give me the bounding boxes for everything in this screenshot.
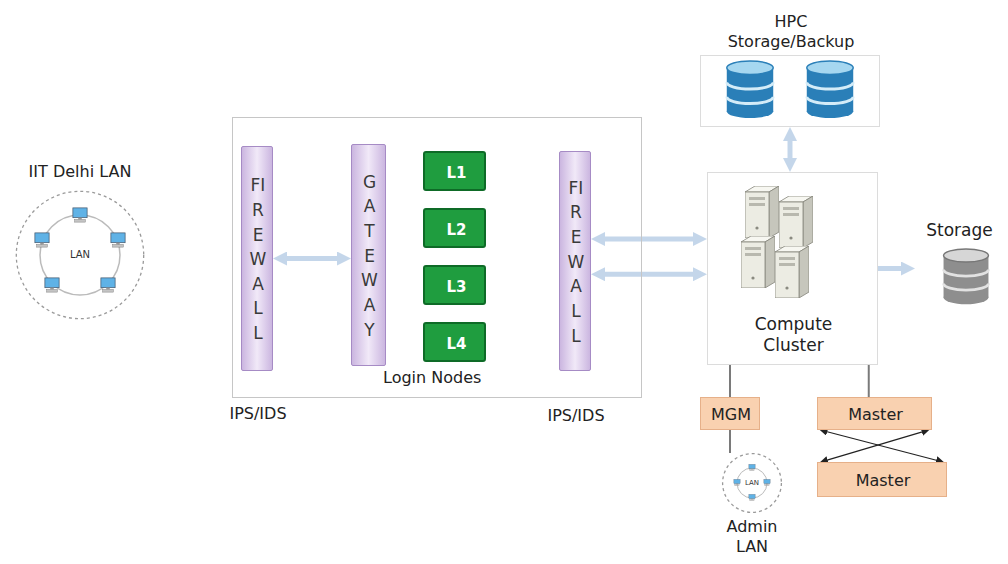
computer-icon bbox=[73, 208, 87, 222]
mgm-box: MGM bbox=[700, 397, 760, 430]
link-line bbox=[824, 431, 926, 461]
admin-lan-cloud: LANAdmin LAN bbox=[722, 453, 782, 513]
node-label: FIREWALL bbox=[250, 173, 267, 345]
server-icon bbox=[775, 246, 809, 298]
login-node: L2 bbox=[423, 208, 486, 248]
login-node: L3 bbox=[423, 265, 486, 305]
node-heading: IPS/IDS bbox=[547, 406, 604, 426]
lan-cloud: IIT Delhi LANLAN bbox=[15, 190, 145, 320]
server-icon bbox=[741, 236, 775, 288]
link-line bbox=[729, 365, 731, 397]
circle-outline bbox=[723, 454, 782, 513]
gateway-bar: GATEWAY bbox=[351, 144, 386, 366]
node-label: L3 bbox=[447, 278, 467, 297]
computer-icon bbox=[749, 494, 755, 500]
login-zone: FIREWALLIPS/IDS GATEWAY L1L2L3L4 FIREWALLIP… bbox=[232, 117, 642, 398]
storage-panel: HPC Storage/Backup bbox=[700, 55, 880, 127]
storage-unit: Storage bbox=[915, 220, 1004, 310]
link-line bbox=[823, 431, 940, 461]
link-arrow bbox=[279, 256, 345, 261]
server-icon bbox=[779, 196, 813, 248]
master-box: Master bbox=[817, 462, 947, 497]
firewall-bar: FIREWALLIPS/IDS bbox=[241, 146, 273, 371]
firewall-bar: FIREWALLIPS/IDS bbox=[559, 151, 591, 371]
node-label: L4 bbox=[447, 335, 467, 354]
link-arrow bbox=[597, 272, 701, 277]
node-heading: Login Nodes bbox=[383, 368, 481, 388]
computer-icon bbox=[749, 464, 755, 470]
node-heading: IPS/IDS bbox=[229, 404, 286, 424]
database-icon bbox=[727, 61, 773, 118]
computer-icon bbox=[35, 233, 49, 247]
link-arrow bbox=[878, 266, 909, 271]
link-line bbox=[729, 430, 731, 453]
server-icon bbox=[745, 186, 779, 238]
storage-icon bbox=[944, 249, 989, 304]
node-label: LAN bbox=[745, 479, 759, 488]
node-heading: IIT Delhi LAN bbox=[29, 162, 132, 182]
node-label: L1 bbox=[447, 164, 467, 183]
master-box: Master bbox=[817, 397, 932, 430]
link-line bbox=[868, 365, 870, 397]
node-heading: Admin LAN bbox=[722, 517, 782, 557]
cluster-panel: Compute Cluster bbox=[707, 172, 878, 365]
computer-icon bbox=[111, 233, 125, 247]
node-label: Compute Cluster bbox=[739, 314, 849, 357]
computer-icon bbox=[101, 278, 115, 292]
node-label: Master bbox=[848, 405, 903, 425]
node-label: Storage bbox=[926, 220, 993, 241]
lan-ring bbox=[40, 215, 120, 295]
node-label: LAN bbox=[70, 249, 90, 262]
login-node: L4 bbox=[423, 322, 486, 362]
node-label: GATEWAY bbox=[361, 170, 378, 342]
computer-icon bbox=[45, 278, 59, 292]
node-heading: HPC Storage/Backup bbox=[716, 12, 866, 52]
computer-icon bbox=[764, 479, 770, 485]
link-arrow bbox=[788, 133, 793, 166]
lan-ring bbox=[737, 468, 767, 498]
login-node: L1 bbox=[423, 151, 486, 191]
node-label: FIREWALL bbox=[568, 176, 585, 348]
node-label: Master bbox=[856, 471, 911, 491]
node-label: MGM bbox=[711, 405, 751, 425]
link-arrow bbox=[597, 237, 701, 242]
node-label: L2 bbox=[447, 221, 467, 240]
computer-icon bbox=[734, 479, 740, 485]
database-icon bbox=[807, 61, 853, 118]
circle-outline bbox=[16, 191, 143, 318]
